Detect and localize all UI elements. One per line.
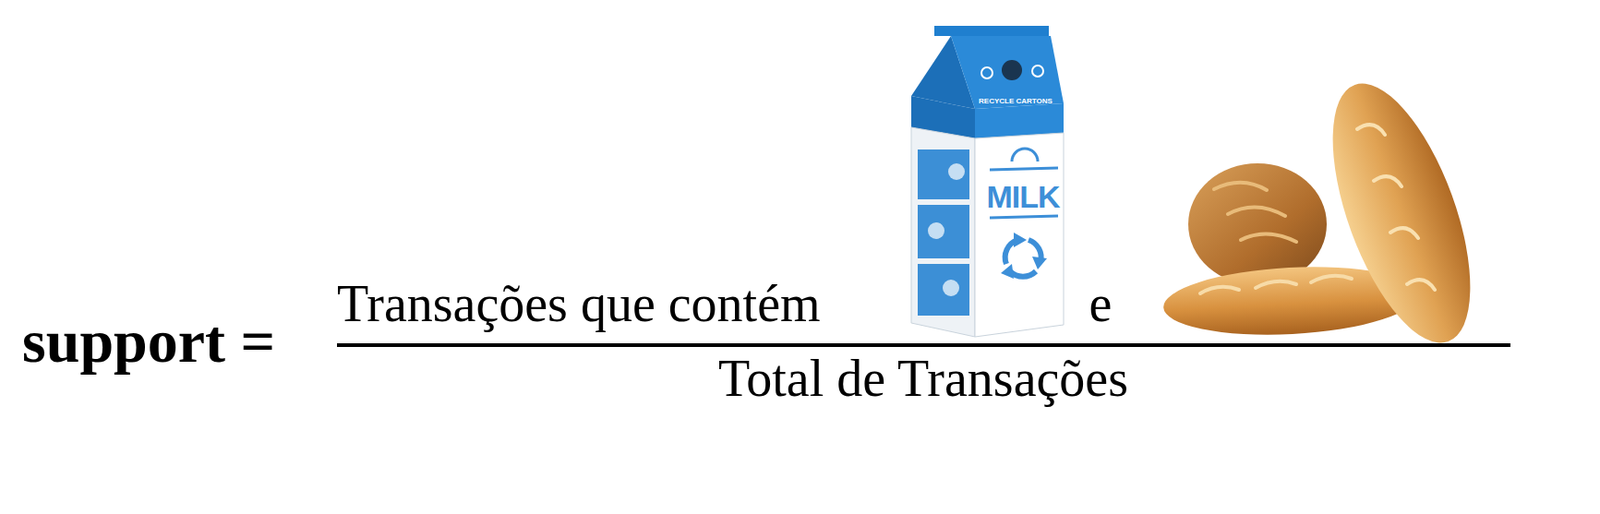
recycle-symbol <box>1000 232 1047 279</box>
bread <box>1161 66 1499 361</box>
conjunction-text: e <box>1089 277 1113 330</box>
panel-icon <box>948 163 965 181</box>
carton-front-face <box>974 132 1064 337</box>
denominator-text: Total de Transações <box>718 352 1129 405</box>
carton-panel <box>917 204 970 259</box>
baguette-scoring <box>1357 124 1435 290</box>
panel-icon <box>927 222 945 240</box>
loaf-scoring <box>1214 182 1297 242</box>
carton-panel <box>917 264 970 316</box>
carton-front-roof <box>950 36 1064 109</box>
baguette-scoring <box>1200 276 1352 294</box>
carton-text: RECYCLE CARTONS <box>978 97 1053 106</box>
carton-side-face <box>911 127 975 337</box>
carton-stripe <box>989 168 1059 170</box>
carton-stripe <box>989 216 1059 218</box>
numerator-text: Transações que contém <box>336 277 821 330</box>
carton-front-band <box>974 103 1064 139</box>
carton-hole <box>1001 60 1023 81</box>
milk-carton <box>911 25 1064 337</box>
carton-panel <box>917 149 970 200</box>
carton-sun <box>1011 148 1038 162</box>
carton-brand: MILK <box>986 180 1059 213</box>
carton-icon <box>981 67 993 79</box>
formula-name: support = <box>22 311 276 373</box>
panel-icon <box>942 279 960 297</box>
carton-icon <box>1032 65 1044 77</box>
carton-fin <box>934 25 1049 37</box>
fraction-bar <box>336 343 1511 348</box>
standing-baguette <box>1304 66 1499 361</box>
round-loaf <box>1188 163 1327 286</box>
